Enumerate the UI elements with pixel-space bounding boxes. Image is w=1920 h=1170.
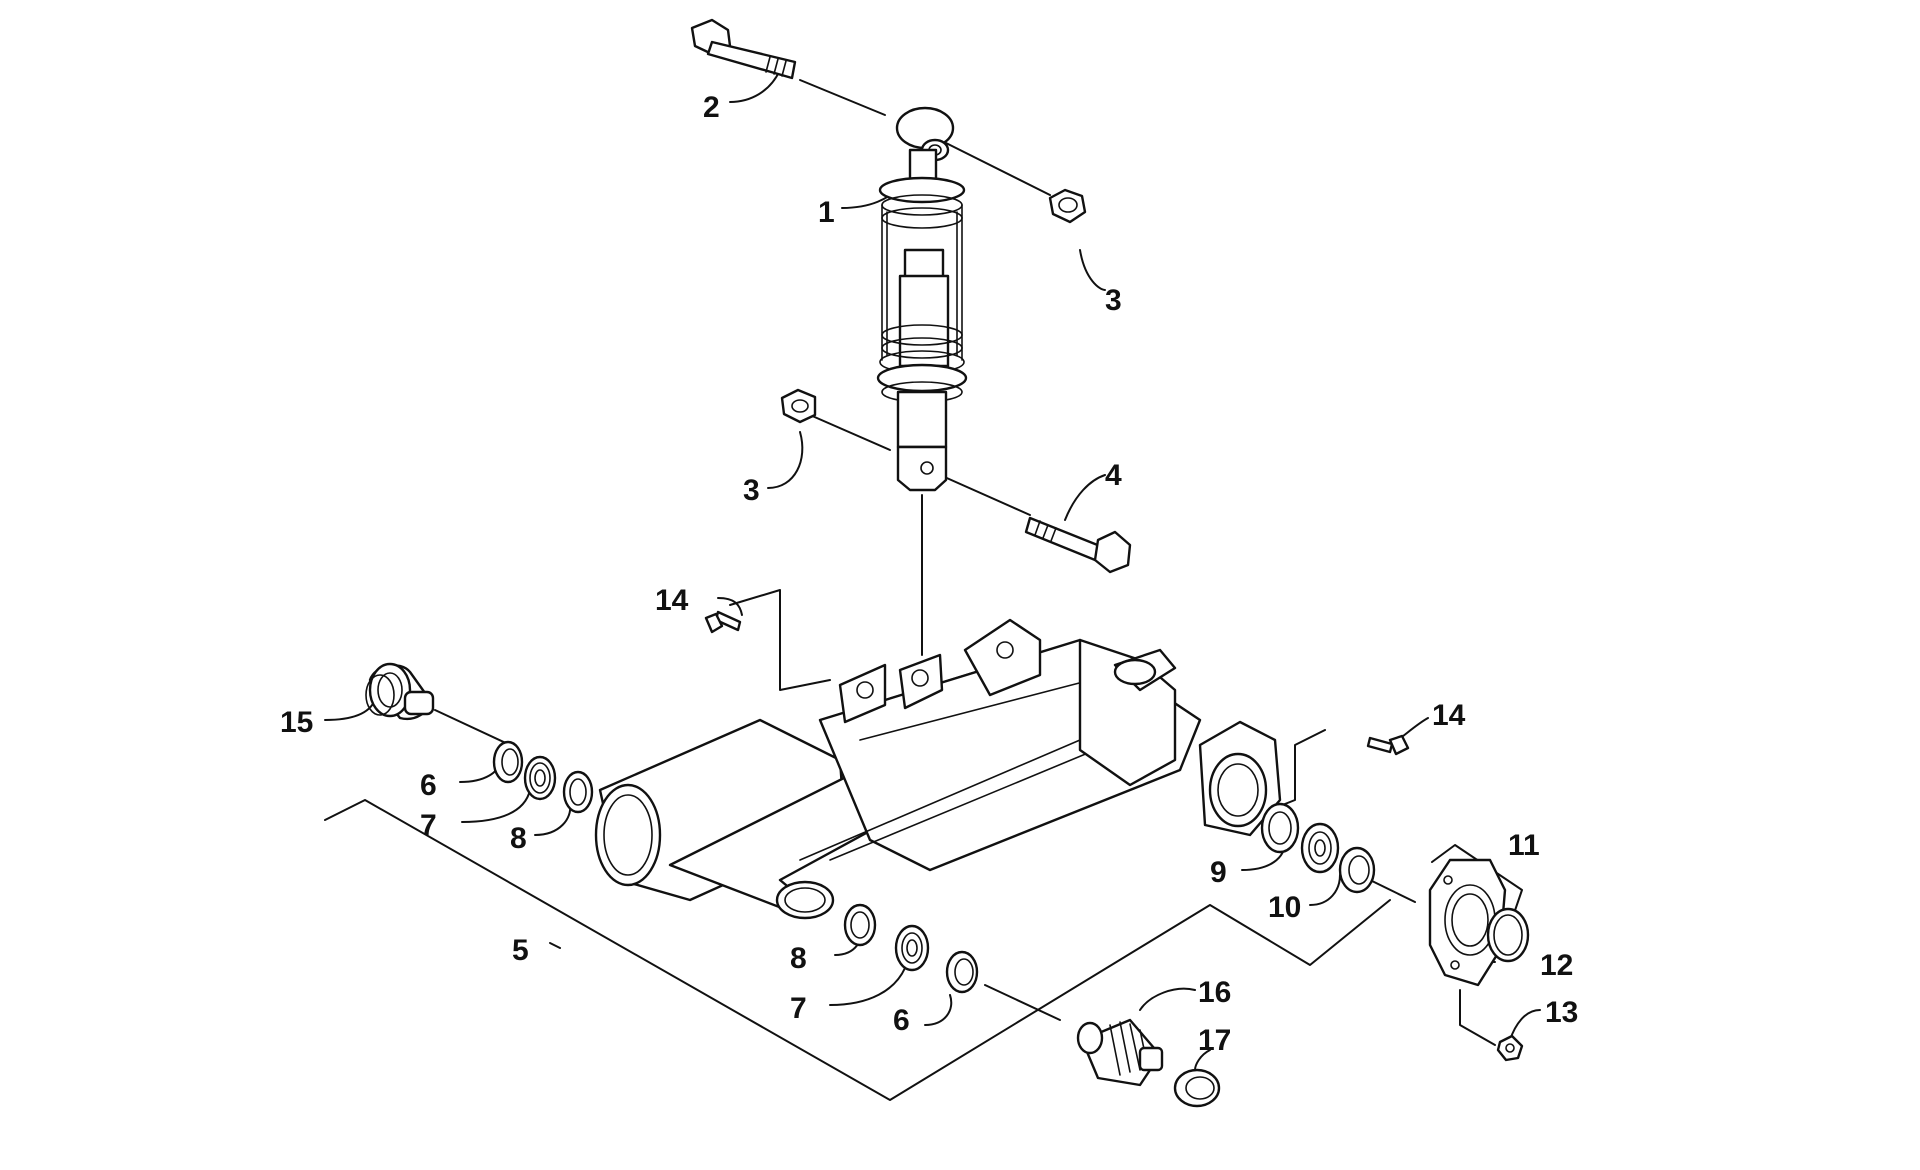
bearing-front: [894, 924, 930, 972]
callout-10: 10: [1268, 891, 1301, 924]
swing-arm: [594, 618, 1282, 920]
callout-15: 15: [280, 706, 313, 739]
callout-3-lower: 3: [743, 474, 760, 507]
callout-6-front: 6: [893, 1004, 910, 1037]
callout-2: 2: [703, 91, 720, 124]
callout-9: 9: [1210, 856, 1227, 889]
callout-4: 4: [1105, 459, 1122, 492]
housing-plate: [1428, 858, 1507, 987]
callout-1: 1: [818, 196, 835, 229]
shock-bolt-lower: [1024, 516, 1132, 574]
callout-7-left: 7: [420, 809, 437, 842]
bolt-right: [1366, 734, 1410, 756]
callout-17: 17: [1198, 1024, 1231, 1057]
callout-14-left: 14: [655, 584, 689, 617]
seal-left: [562, 770, 594, 814]
lock-nut-upper: [1048, 188, 1087, 224]
o-ring: [1486, 907, 1530, 963]
shock-bolt-upper: [690, 18, 797, 80]
callout-12: 12: [1540, 949, 1573, 982]
callout-13: 13: [1545, 996, 1578, 1029]
bushing-left: [492, 740, 524, 784]
callout-3-upper: 3: [1105, 284, 1122, 317]
lock-nut-lower: [780, 388, 817, 424]
callout-8-left: 8: [510, 822, 527, 855]
callout-5: 5: [512, 934, 529, 967]
bolt-upper-left: [704, 610, 742, 634]
callout-leaders: [324, 69, 1541, 1071]
callout-labels: 1 2 3 3 4 5 6 6 7 7 8 8 9 10 11 12 13 14…: [280, 91, 1578, 1057]
bushing-front: [945, 950, 979, 994]
callout-6-left: 6: [420, 769, 437, 802]
seal-front: [843, 903, 877, 947]
callout-16: 16: [1198, 976, 1231, 1009]
shock-absorber: [876, 106, 968, 492]
assembly-lines: [324, 79, 1523, 1101]
callout-14-right: 14: [1432, 699, 1466, 732]
callout-11: 11: [1508, 829, 1540, 862]
pivot-shaft: [1076, 1018, 1164, 1087]
snap-ring: [1173, 1068, 1221, 1108]
cap-screw: [1496, 1034, 1524, 1062]
bearing-right: [1260, 802, 1340, 874]
callout-7-front: 7: [790, 992, 807, 1025]
bearing-left: [523, 755, 557, 801]
bushing-right: [1338, 846, 1376, 894]
pivot-plug-left: [365, 662, 435, 721]
callout-8-front: 8: [790, 942, 807, 975]
